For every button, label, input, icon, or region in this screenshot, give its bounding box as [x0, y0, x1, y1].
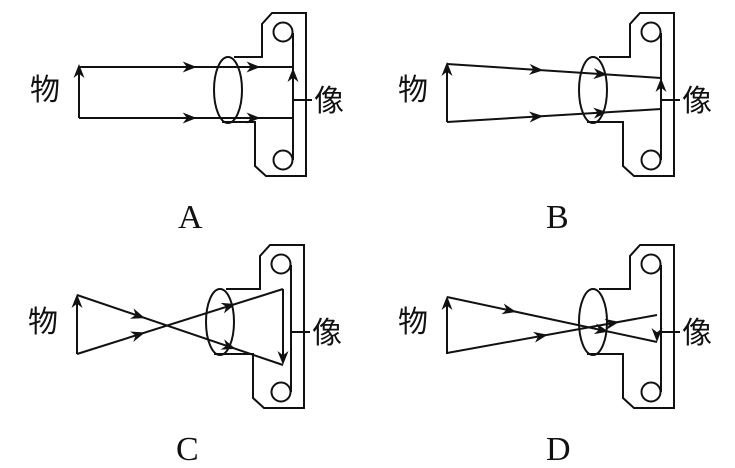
convex-lens: [578, 56, 608, 124]
camera-body: [205, 244, 310, 409]
film-roller-bottom: [640, 149, 662, 171]
ray-arrow-icon: [182, 112, 197, 124]
ray-bottom: [446, 108, 662, 123]
image-label: 像: [682, 316, 712, 351]
ray-arrow-icon: [501, 303, 517, 315]
ray-arrow-icon: [533, 331, 548, 343]
ray-arrow-icon: [129, 308, 145, 319]
ray-arrow-icon: [593, 68, 608, 80]
film-roller-top: [272, 21, 294, 43]
film-roller-top: [640, 253, 662, 275]
ray-top-crossing: [446, 296, 658, 343]
image-label: 像: [682, 84, 712, 119]
object-arrowhead-icon: [441, 62, 453, 76]
panel-c: 物 像 C: [28, 244, 342, 468]
camera-body: [213, 12, 312, 177]
image-arrowhead-icon: [655, 78, 667, 92]
camera-outline: [587, 244, 675, 409]
image-label: 像: [312, 316, 342, 351]
image-arrowhead-icon: [287, 68, 299, 82]
camera-outline: [222, 12, 307, 177]
ray-arrow-icon: [593, 323, 609, 335]
ray-arrow-icon: [246, 61, 261, 73]
ray-bottom-crossing: [76, 288, 284, 355]
film-roller-bottom: [640, 381, 662, 403]
ray-arrow-icon: [129, 331, 145, 343]
camera-body: [578, 244, 680, 409]
ray-arrow-icon: [182, 61, 197, 73]
object-label: 物: [28, 305, 58, 340]
ray-arrow-icon: [246, 112, 261, 124]
camera-body: [578, 12, 680, 177]
image-arrowhead-icon: [651, 328, 663, 342]
ray-arrow-icon: [220, 339, 236, 350]
object-arrowhead-icon: [441, 296, 453, 310]
object-label: 物: [398, 73, 428, 108]
option-label: D: [546, 431, 571, 468]
film-roller-bottom: [272, 149, 294, 171]
convex-lens: [578, 288, 608, 356]
ray-arrow-icon: [528, 111, 544, 123]
panel-a: 物 像 A: [30, 12, 344, 236]
convex-lens: [213, 56, 243, 124]
film-roller-top: [270, 253, 292, 275]
image-arrowhead-icon: [277, 351, 289, 365]
camera-outline: [587, 12, 675, 177]
ray-top: [446, 63, 662, 79]
option-label: C: [176, 431, 199, 468]
film-roller-bottom: [270, 381, 292, 403]
option-label: A: [178, 199, 203, 236]
image-label: 像: [314, 84, 344, 119]
convex-lens: [205, 288, 235, 356]
ray-arrow-icon: [220, 302, 236, 314]
object-label: 物: [398, 305, 428, 340]
camera-outline: [214, 244, 305, 409]
ray-arrow-icon: [604, 318, 620, 330]
object-arrowhead-icon: [73, 64, 85, 78]
film-roller-top: [640, 21, 662, 43]
object-arrowhead-icon: [71, 294, 83, 308]
option-label: B: [546, 199, 569, 236]
panel-b: 物 像 B: [398, 12, 712, 236]
ray-bottom-crossing: [446, 314, 658, 354]
panel-d: 物 像 D: [398, 244, 712, 468]
ray-arrow-icon: [528, 63, 544, 75]
ray-top-crossing: [76, 294, 284, 366]
object-label: 物: [30, 73, 60, 108]
ray-arrow-icon: [593, 107, 608, 119]
